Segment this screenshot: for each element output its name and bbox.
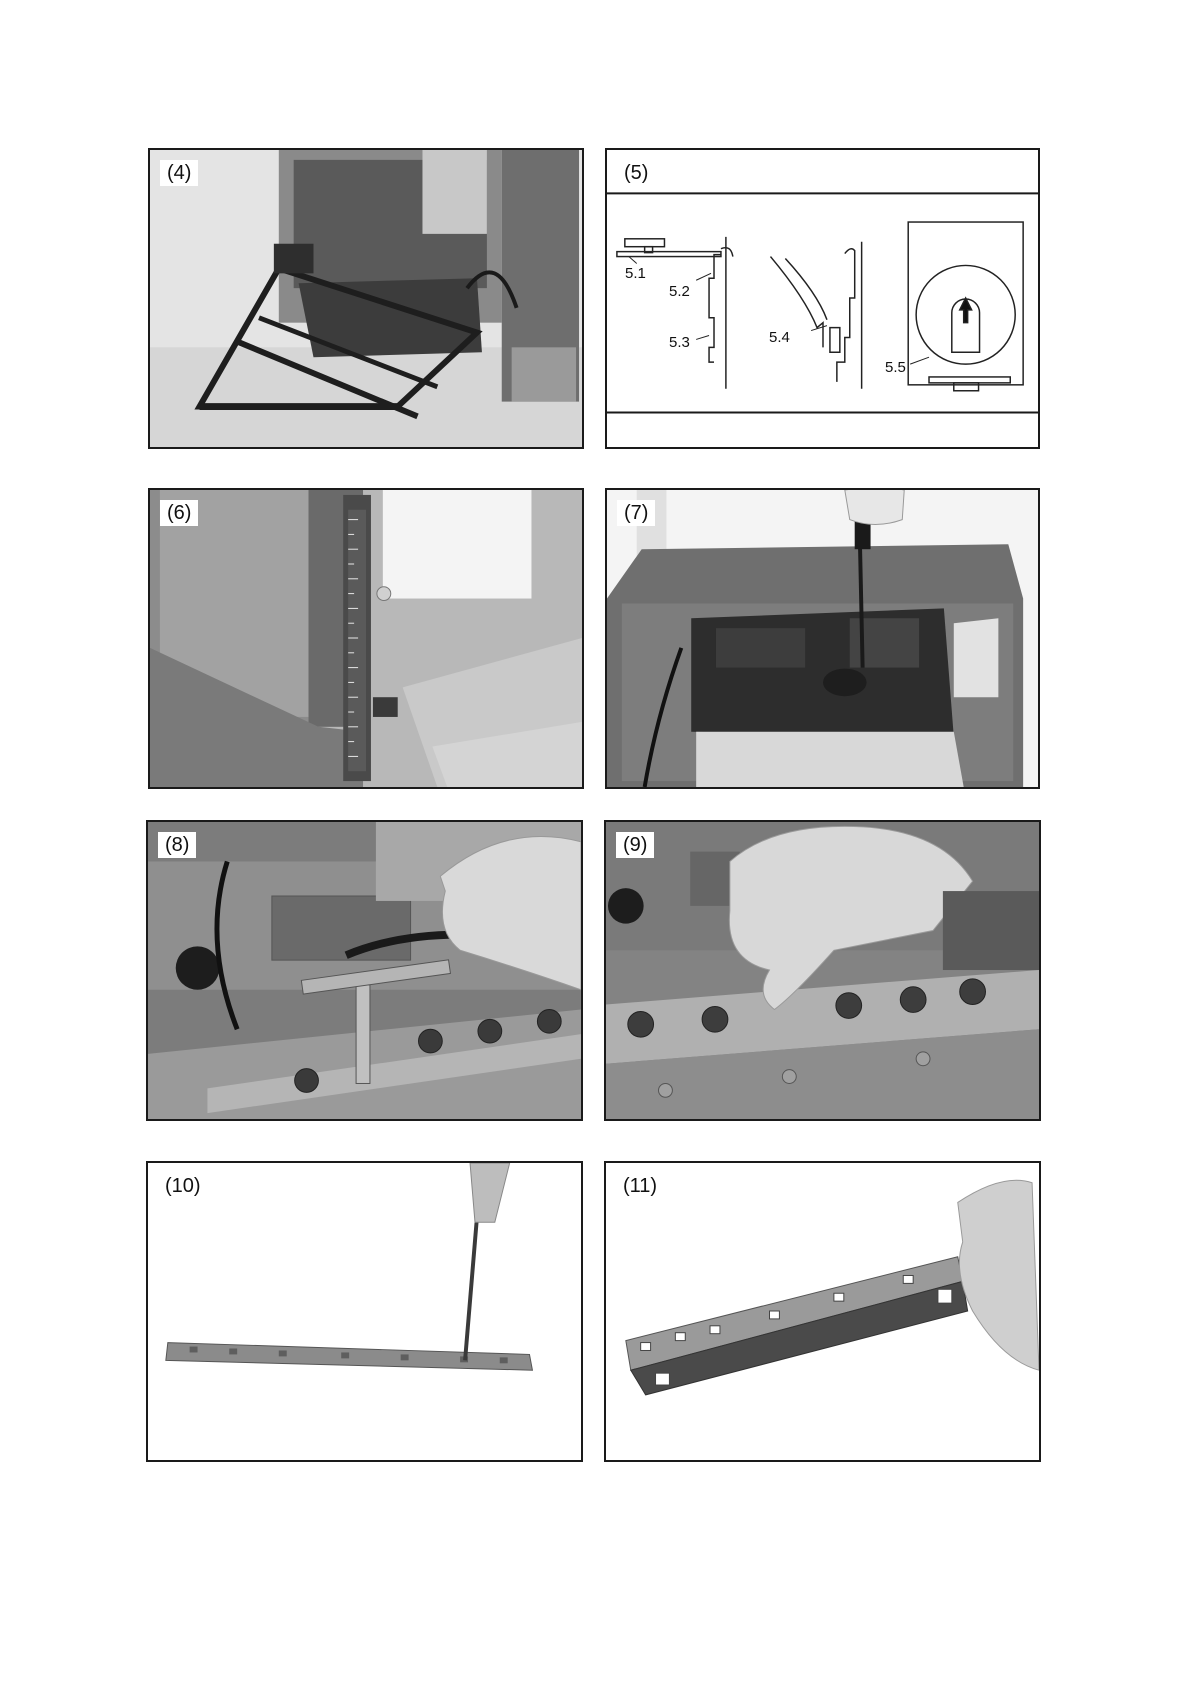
callout-5-4: 5.4 bbox=[769, 330, 790, 346]
callout-5-3: 5.3 bbox=[669, 335, 690, 351]
figure-number-5: (5) bbox=[617, 160, 655, 186]
figure-number-8: (8) bbox=[158, 832, 196, 858]
diagram-step-3 bbox=[908, 222, 1023, 391]
height-scale-photo bbox=[150, 490, 582, 787]
blade-screwdriver-photo bbox=[148, 1163, 581, 1460]
blade-bolt-removal-photo bbox=[606, 822, 1039, 1119]
figure-panel-8: (8) bbox=[146, 820, 583, 1121]
wrench-blade-bolts-photo bbox=[148, 822, 581, 1119]
figure-number-7: (7) bbox=[617, 500, 655, 526]
screwdriver-cover-removal-photo bbox=[607, 490, 1038, 787]
figure-number-4: (4) bbox=[160, 160, 198, 186]
blade-holder-assembly-photo bbox=[606, 1163, 1039, 1460]
diagram-step-1 bbox=[617, 237, 733, 389]
figure-number-10: (10) bbox=[158, 1173, 208, 1199]
figure-panel-11: (11) bbox=[604, 1161, 1041, 1462]
planer-extension-table-photo bbox=[150, 150, 582, 447]
figure-panel-7: (7) bbox=[605, 488, 1040, 789]
figure-panel-9: (9) bbox=[604, 820, 1041, 1121]
figure-panel-10: (10) bbox=[146, 1161, 583, 1462]
figure-panel-5: (5) 5.1 5.2 5.3 5.4 5.5 bbox=[605, 148, 1040, 449]
callout-5-1: 5.1 bbox=[625, 266, 646, 282]
figure-panel-6: (6) bbox=[148, 488, 584, 789]
figure-panel-4: (4) bbox=[148, 148, 584, 449]
figure-number-11: (11) bbox=[616, 1173, 664, 1199]
callout-5-2: 5.2 bbox=[669, 284, 690, 300]
figure-number-9: (9) bbox=[616, 832, 654, 858]
callout-5-5: 5.5 bbox=[885, 360, 906, 376]
figure-number-6: (6) bbox=[160, 500, 198, 526]
diagram-step-2 bbox=[770, 242, 861, 389]
